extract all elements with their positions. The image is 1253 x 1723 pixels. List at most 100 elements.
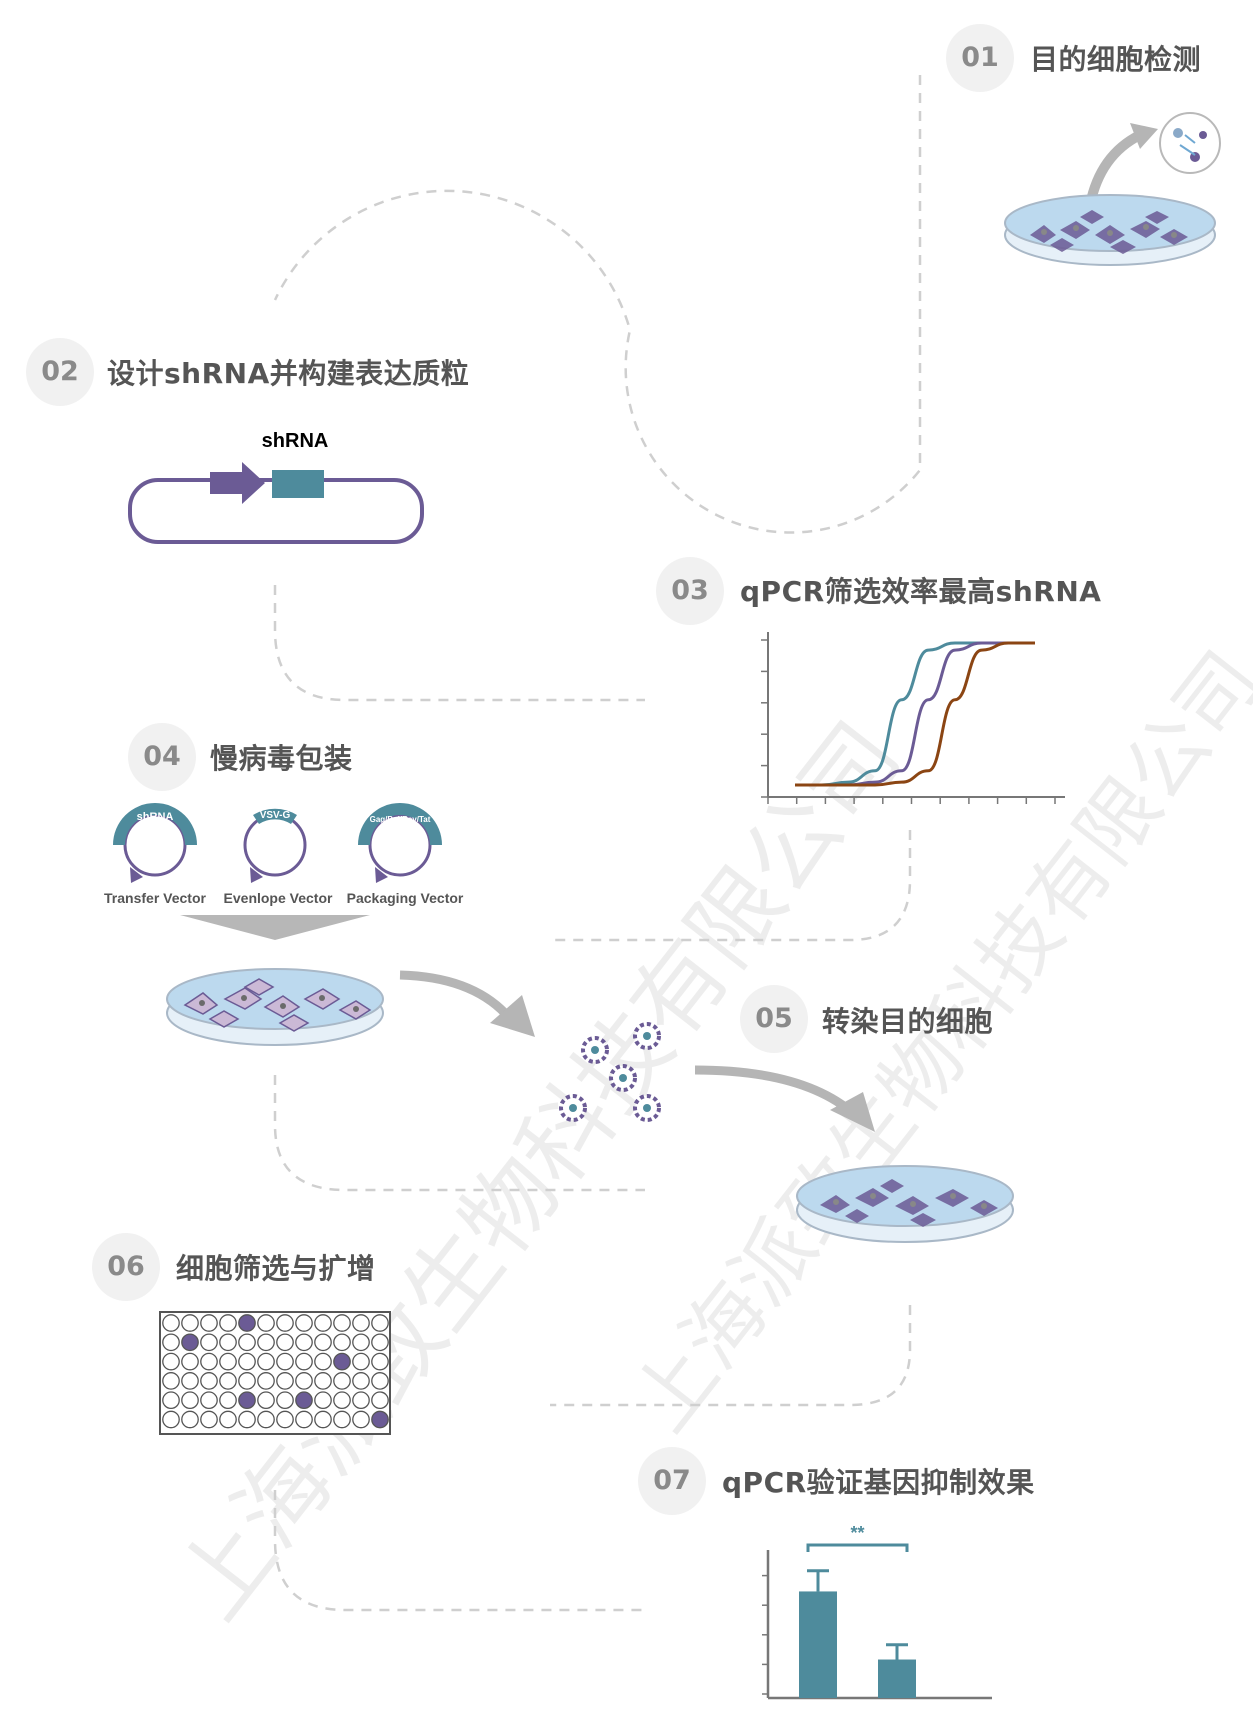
step-2-number: 02 (26, 338, 94, 406)
bar-1 (799, 1591, 837, 1698)
step-3-title: qPCR筛选效率最高shRNA (740, 575, 1102, 608)
well (238, 1352, 256, 1371)
bar-2 (878, 1659, 916, 1698)
packaging-vector-caption: Packaging Vector (347, 890, 464, 906)
well (314, 1314, 332, 1332)
amplification-curve-3 (794, 641, 1035, 787)
well (257, 1410, 275, 1429)
well (238, 1410, 256, 1429)
well (352, 1352, 370, 1371)
promoter-arrow-icon (210, 462, 265, 504)
well (200, 1314, 218, 1332)
step-2-title: 设计shRNA并构建表达质粒 (107, 357, 470, 390)
well (333, 1410, 351, 1429)
transfer-vector-ring-label: shRNA (137, 811, 174, 823)
significance-label: ** (850, 1523, 864, 1543)
selected-well (371, 1410, 389, 1429)
step-7-number: 07 (638, 1447, 706, 1515)
well (276, 1410, 294, 1429)
well (314, 1391, 332, 1410)
packaging-cell-dish (166, 915, 535, 1046)
well (162, 1352, 180, 1371)
well (257, 1352, 275, 1371)
well (162, 1391, 180, 1410)
well (276, 1372, 294, 1390)
well (352, 1410, 370, 1429)
well (238, 1372, 256, 1390)
well (200, 1391, 218, 1410)
well (295, 1333, 313, 1352)
well (371, 1333, 389, 1352)
well (295, 1372, 313, 1390)
qpcr-amplification-chart (761, 632, 1065, 804)
selected-well (181, 1333, 199, 1352)
well (371, 1372, 389, 1390)
step-7-title: qPCR验证基因抑制效果 (722, 1466, 1035, 1499)
well (333, 1391, 351, 1410)
well (352, 1372, 370, 1390)
well (200, 1372, 218, 1390)
well (219, 1410, 237, 1429)
selected-well (295, 1391, 313, 1410)
well (200, 1352, 218, 1371)
96-well-plate (159, 1311, 391, 1435)
transduced-cell-dish (695, 1065, 1014, 1243)
cell-dish-detection (1004, 112, 1221, 266)
selected-well (238, 1314, 256, 1332)
plate-frame (159, 1311, 391, 1435)
step-6-number: 06 (92, 1233, 160, 1301)
well (219, 1352, 237, 1371)
well (276, 1391, 294, 1410)
knockdown-bar-chart: ** (762, 1523, 992, 1700)
well (276, 1314, 294, 1332)
envelope-vector-caption: Evenlope Vector (224, 890, 333, 906)
well (219, 1372, 237, 1390)
well (371, 1391, 389, 1410)
well (181, 1391, 199, 1410)
well (371, 1352, 389, 1371)
amplification-curve-1 (794, 641, 1035, 787)
well (314, 1372, 332, 1390)
well (257, 1333, 275, 1352)
well (314, 1410, 332, 1429)
significance-bracket (806, 1543, 909, 1552)
well (219, 1333, 237, 1352)
well (371, 1314, 389, 1332)
packaging-vector-ring-label: Gag/Pol/Rev/Tat (370, 815, 431, 824)
well (162, 1333, 180, 1352)
step-1-title: 目的细胞检测 (1030, 43, 1202, 76)
vector-set: shRNA VSV-G Gag/Pol/Rev/Tat Transfer Vec… (104, 803, 464, 906)
selected-well (333, 1352, 351, 1371)
well (181, 1352, 199, 1371)
well (314, 1333, 332, 1352)
well (295, 1352, 313, 1371)
well (276, 1333, 294, 1352)
well (219, 1391, 237, 1410)
step-3-number: 03 (656, 557, 724, 625)
well (181, 1372, 199, 1390)
selected-well (238, 1391, 256, 1410)
plasmid-label: shRNA (262, 430, 329, 452)
step-1-number: 01 (946, 24, 1014, 92)
well (200, 1333, 218, 1352)
well (295, 1314, 313, 1332)
well (257, 1314, 275, 1332)
plasmid-diagram: shRNA (128, 430, 424, 544)
packaging-vector-icon: Gag/Pol/Rev/Tat (358, 803, 442, 883)
envelope-vector-icon: VSV-G (243, 808, 307, 883)
well (352, 1314, 370, 1332)
well (333, 1372, 351, 1390)
well (181, 1410, 199, 1429)
shrna-insert-block (272, 470, 324, 498)
well (219, 1314, 237, 1332)
well (333, 1333, 351, 1352)
well (162, 1314, 180, 1332)
well (162, 1410, 180, 1429)
envelope-vector-ring-label: VSV-G (260, 810, 291, 821)
well (352, 1333, 370, 1352)
step-4-title: 慢病毒包装 (210, 742, 353, 775)
well (352, 1391, 370, 1410)
well (181, 1314, 199, 1332)
step-4-number: 04 (128, 723, 196, 791)
